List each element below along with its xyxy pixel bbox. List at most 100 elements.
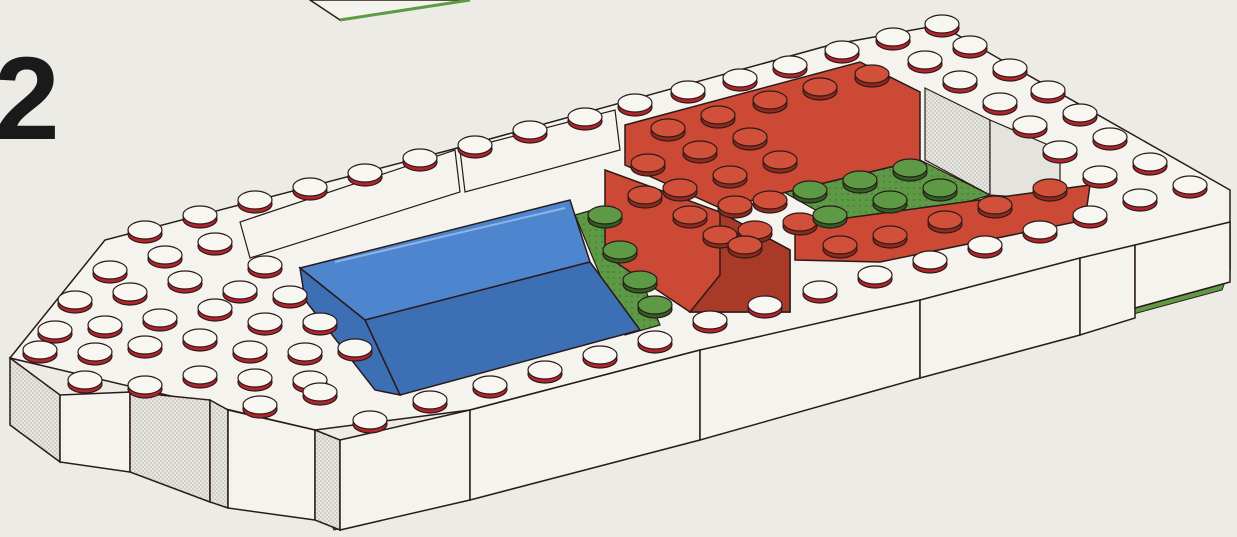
stud bbox=[713, 166, 747, 188]
stud bbox=[1043, 141, 1077, 163]
stud bbox=[825, 41, 859, 63]
stud bbox=[248, 256, 282, 278]
stud bbox=[128, 376, 162, 398]
stud bbox=[458, 136, 492, 158]
stud bbox=[618, 94, 652, 116]
stud bbox=[1063, 104, 1097, 126]
stud bbox=[673, 206, 707, 228]
stud bbox=[803, 281, 837, 303]
stud bbox=[943, 71, 977, 93]
stud bbox=[223, 281, 257, 303]
stud bbox=[198, 233, 232, 255]
stud bbox=[983, 93, 1017, 115]
stud bbox=[58, 291, 92, 313]
stud bbox=[873, 191, 907, 213]
stud bbox=[288, 343, 322, 365]
previous-step-fragment bbox=[310, 0, 470, 20]
stud bbox=[1031, 81, 1065, 103]
stud bbox=[113, 283, 147, 305]
stud bbox=[23, 341, 57, 363]
stud bbox=[473, 376, 507, 398]
stud bbox=[68, 371, 102, 393]
stud bbox=[793, 181, 827, 203]
stud bbox=[568, 108, 602, 130]
stud bbox=[403, 149, 437, 171]
stud bbox=[88, 316, 122, 338]
stud bbox=[513, 121, 547, 143]
stud bbox=[233, 341, 267, 363]
stud bbox=[968, 236, 1002, 258]
stud bbox=[651, 119, 685, 141]
stud bbox=[783, 213, 817, 235]
stud bbox=[348, 164, 382, 186]
stud bbox=[588, 206, 622, 228]
stud bbox=[1033, 179, 1067, 201]
stud bbox=[671, 81, 705, 103]
stud bbox=[823, 236, 857, 258]
stud bbox=[843, 171, 877, 193]
stud bbox=[663, 179, 697, 201]
stud bbox=[858, 266, 892, 288]
stud bbox=[1123, 189, 1157, 211]
stud bbox=[128, 336, 162, 358]
stud bbox=[303, 313, 337, 335]
stud bbox=[198, 299, 232, 321]
stud bbox=[583, 346, 617, 368]
stud bbox=[148, 246, 182, 268]
stud bbox=[873, 226, 907, 248]
stud bbox=[183, 329, 217, 351]
stud bbox=[623, 271, 657, 293]
stud bbox=[718, 196, 752, 218]
stud bbox=[183, 366, 217, 388]
stud bbox=[723, 69, 757, 91]
stud bbox=[701, 106, 735, 128]
stud bbox=[143, 309, 177, 331]
stud bbox=[638, 331, 672, 353]
stud bbox=[238, 191, 272, 213]
stud bbox=[753, 191, 787, 213]
stud bbox=[893, 159, 927, 181]
stud bbox=[243, 396, 277, 418]
stud bbox=[303, 383, 337, 405]
stud bbox=[248, 313, 282, 335]
stud bbox=[168, 271, 202, 293]
stud bbox=[78, 343, 112, 365]
stud bbox=[273, 286, 307, 308]
stud bbox=[1023, 221, 1057, 243]
stud bbox=[733, 128, 767, 150]
stud bbox=[1173, 176, 1207, 198]
stud bbox=[855, 65, 889, 87]
stud bbox=[923, 179, 957, 201]
stud bbox=[803, 78, 837, 100]
stud bbox=[748, 296, 782, 318]
stud bbox=[128, 221, 162, 243]
stud bbox=[631, 154, 665, 176]
stud bbox=[953, 36, 987, 58]
stud bbox=[183, 206, 217, 228]
stud bbox=[753, 91, 787, 113]
stud bbox=[628, 186, 662, 208]
stud bbox=[603, 241, 637, 263]
stud bbox=[1083, 166, 1117, 188]
stud bbox=[293, 178, 327, 200]
stud bbox=[925, 15, 959, 37]
stud bbox=[728, 236, 762, 258]
stud bbox=[93, 261, 127, 283]
stud bbox=[813, 206, 847, 228]
stud bbox=[773, 56, 807, 78]
stud bbox=[528, 361, 562, 383]
stud bbox=[38, 321, 72, 343]
stud bbox=[978, 196, 1012, 218]
stud bbox=[913, 251, 947, 273]
stud bbox=[763, 151, 797, 173]
stud bbox=[413, 391, 447, 413]
stud bbox=[638, 296, 672, 318]
stud bbox=[353, 411, 387, 433]
stud bbox=[693, 311, 727, 333]
stud bbox=[1133, 153, 1167, 175]
stud bbox=[1013, 116, 1047, 138]
stud bbox=[1093, 128, 1127, 150]
stud bbox=[928, 211, 962, 233]
stud bbox=[683, 141, 717, 163]
